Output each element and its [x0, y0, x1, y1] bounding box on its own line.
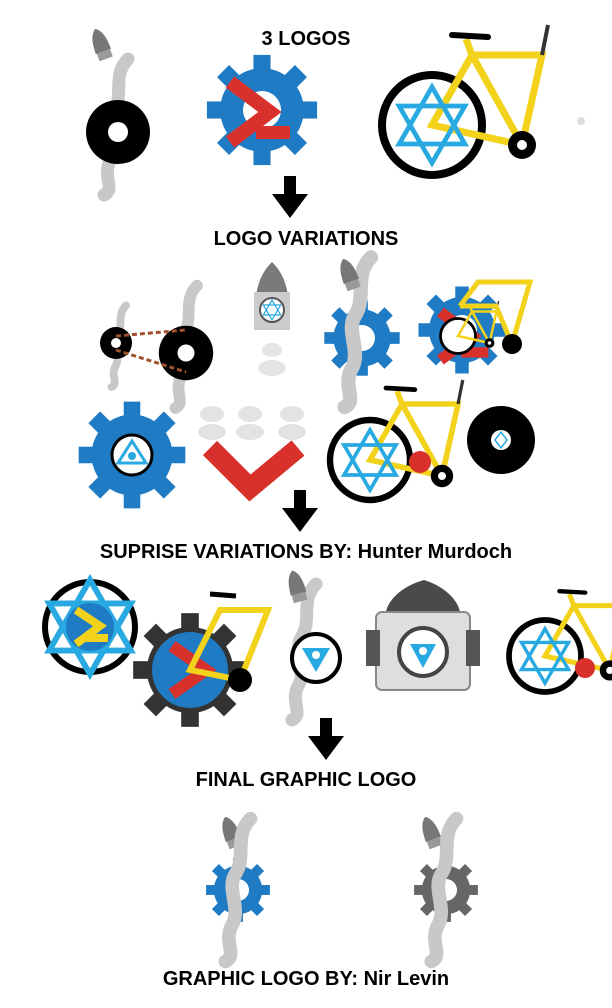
chevron-smoke-icon: [198, 406, 306, 502]
rocket-icon: [87, 26, 114, 62]
heading-3-logos: 3 LOGOS: [261, 28, 351, 50]
final-logo-blue-icon: [206, 814, 270, 961]
gear-bike-icon: [418, 279, 534, 374]
down-arrow-icon: [282, 490, 318, 532]
down-arrow-icon: [272, 176, 308, 218]
triangle-badge-smoke-icon: [284, 568, 342, 720]
disc-diamond-icon: [467, 406, 535, 474]
final-logo-gray-icon: [414, 814, 478, 961]
heading-credit: GRAPHIC LOGO BY: Nir Levin: [162, 968, 450, 990]
down-arrow-icon: [308, 718, 344, 760]
star-chevron-badge-icon: [42, 580, 138, 674]
dark-gear-bike-icon: [133, 591, 273, 727]
gear-smoke-icon: [324, 256, 400, 407]
rocket-star-icon: [254, 262, 290, 376]
heading-surprise-variations: SUPRISE VARIATIONS BY: Hunter Murdoch: [99, 541, 513, 563]
bicycle-logo-icon: [382, 25, 548, 175]
heading-final-graphic-logo: FINAL GRAPHIC LOGO: [195, 769, 417, 791]
rocket-pod-icon: [366, 580, 480, 691]
disc-icon: [86, 100, 150, 164]
dot-icon: [577, 117, 585, 125]
heading-logo-variations: LOGO VARIATIONS: [213, 228, 399, 250]
bike-star-small-icon: [509, 584, 612, 692]
gear-triangle-icon: [78, 401, 186, 509]
bike-star-variation-icon: [330, 380, 463, 500]
disc-pair-icon: [100, 286, 214, 408]
